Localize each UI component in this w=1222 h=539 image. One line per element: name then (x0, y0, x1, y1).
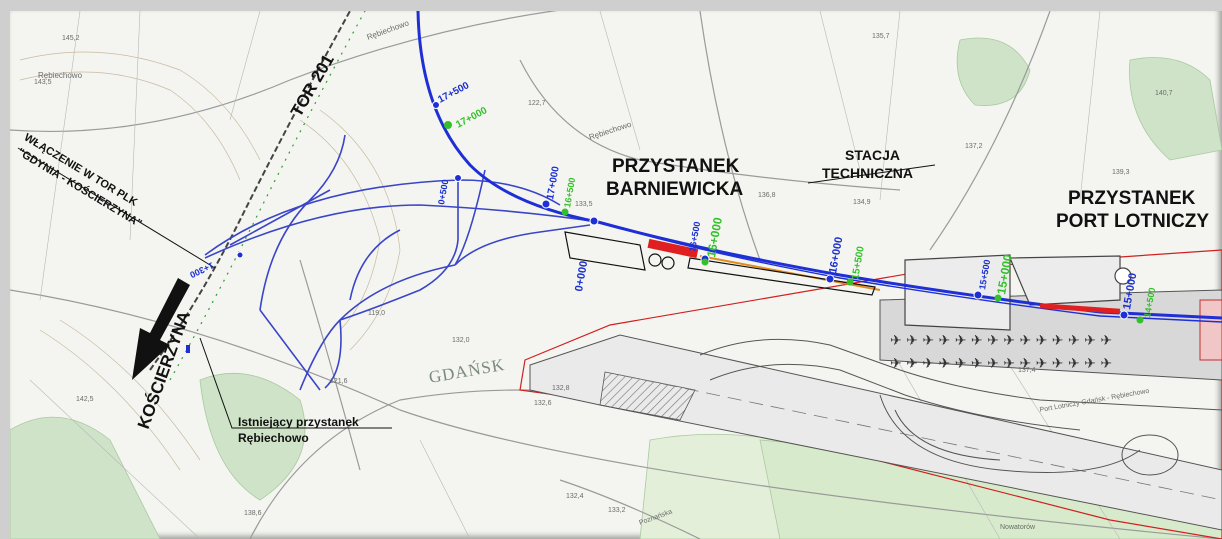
spot-height: 132,4 (566, 493, 584, 500)
km-label: 17+000 (545, 165, 562, 200)
label-stacja-line2: TECHNICZNA (822, 165, 913, 181)
woodland-e (1129, 57, 1222, 161)
svg-text:✈ ✈ ✈ ✈ ✈ ✈ ✈ ✈ ✈ ✈ ✈ ✈ ✈ ✈: ✈ ✈ ✈ ✈ ✈ ✈ ✈ ✈ ✈ ✈ ✈ ✈ ✈ ✈ (890, 356, 1112, 372)
spot-height: 136,8 (758, 192, 776, 199)
spot-height: 119,0 (368, 310, 385, 317)
platform-port (1039, 303, 1121, 314)
callout-line (199, 337, 392, 429)
spot-height: 122,7 (528, 100, 546, 107)
contours (19, 51, 401, 471)
railway-map: ✈ ✈ ✈ ✈ ✈ ✈ ✈ ✈ ✈ ✈ ✈ ✈ ✈ ✈ ✈ ✈ ✈ ✈ ✈ ✈ … (10, 11, 1222, 539)
km-label: 17+500 (436, 80, 471, 106)
station-outlines (564, 231, 876, 296)
km-label: 16+000 (704, 216, 725, 259)
spot-height: 145,2 (62, 35, 80, 42)
km-label: 15+000 (994, 253, 1015, 296)
direction-arrow (132, 278, 190, 380)
spot-height: 132,0 (452, 337, 470, 344)
label-stacja-line1: STACJA (845, 147, 900, 163)
km-label: 17+000 (454, 105, 489, 131)
spot-heights: 145,2 143,5 122,7 135,7 140,7 137,2 139,… (34, 33, 1173, 517)
woodland-sw (10, 416, 161, 539)
spot-height: 135,7 (872, 33, 890, 40)
label-istniejacy-line1: Istniejący przystanek (238, 415, 359, 429)
place-name: Rębiechowo (588, 120, 633, 142)
aircraft-icons: ✈ ✈ ✈ ✈ ✈ ✈ ✈ ✈ ✈ ✈ ✈ ✈ ✈ ✈ ✈ ✈ ✈ ✈ ✈ ✈ … (890, 333, 1112, 372)
km-label: 1+300 (188, 260, 215, 280)
label-barniewicka-line2: BARNIEWICKA (606, 179, 743, 200)
variant-tracks (204, 134, 599, 391)
label-barniewicka-line1: PRZYSTANEK (612, 156, 740, 177)
spot-height: 142,5 (76, 396, 94, 403)
existing-stop-marker (186, 345, 190, 353)
spot-height: 133,5 (575, 201, 593, 208)
spot-height: 137,2 (965, 143, 983, 150)
woodland-ne (956, 37, 1031, 106)
label-leader-stacja (807, 164, 936, 184)
svg-text:✈ ✈ ✈ ✈ ✈ ✈ ✈ ✈ ✈ ✈ ✈ ✈ ✈ ✈: ✈ ✈ ✈ ✈ ✈ ✈ ✈ ✈ ✈ ✈ ✈ ✈ ✈ ✈ (890, 333, 1112, 349)
map-sheet[interactable]: ✈ ✈ ✈ ✈ ✈ ✈ ✈ ✈ ✈ ✈ ✈ ✈ ✈ ✈ ✈ ✈ ✈ ✈ ✈ ✈ … (10, 11, 1222, 539)
km-label: 0+000 (573, 260, 590, 293)
km-markers-green (444, 121, 1144, 324)
taxiways (699, 338, 1222, 476)
spot-height: 140,7 (1155, 90, 1173, 97)
place-name: Nowatorów (1000, 524, 1036, 531)
place-name: Rębiechowo (366, 18, 411, 42)
main-track-second (597, 221, 1222, 323)
city-label-gdansk: GDAŃSK (427, 355, 506, 387)
label-port-line1: PRZYSTANEK (1068, 188, 1196, 209)
cadastral-lines (29, 11, 1121, 539)
spot-height: 121,6 (330, 378, 348, 385)
spot-height: 132,6 (534, 400, 552, 407)
spot-height: 139,3 (1112, 169, 1130, 176)
km-label: 16+000 (827, 236, 845, 275)
spot-height: 134,9 (853, 199, 871, 206)
km-label: 15+500 (850, 245, 867, 280)
label-leader-wlaczenie (17, 147, 216, 269)
label-wlaczenie: "GDYNIA - KOŚCIERZYNA" WŁĄCZENIE W TOR P… (15, 132, 144, 230)
spot-height: 137,4 (1018, 367, 1036, 374)
platform-barniewicka (647, 238, 699, 259)
km-label: 0+500 (436, 179, 450, 206)
label-port-line2: PORT LOTNICZY (1056, 211, 1209, 232)
label-wlaczenie-line2: "GDYNIA - KOŚCIERZYNA" (15, 145, 144, 230)
existing-railway-201 (149, 11, 351, 371)
spot-height: 133,2 (608, 507, 626, 514)
runway (529, 334, 1222, 531)
spot-height: 138,6 (244, 510, 262, 517)
spot-height: 132,8 (552, 385, 570, 392)
spot-height: 143,5 (34, 79, 52, 86)
woodland-s (199, 372, 306, 501)
place-name: Rębiechowo (38, 71, 83, 80)
label-istniejacy-line2: Rębiechowo (238, 431, 309, 445)
